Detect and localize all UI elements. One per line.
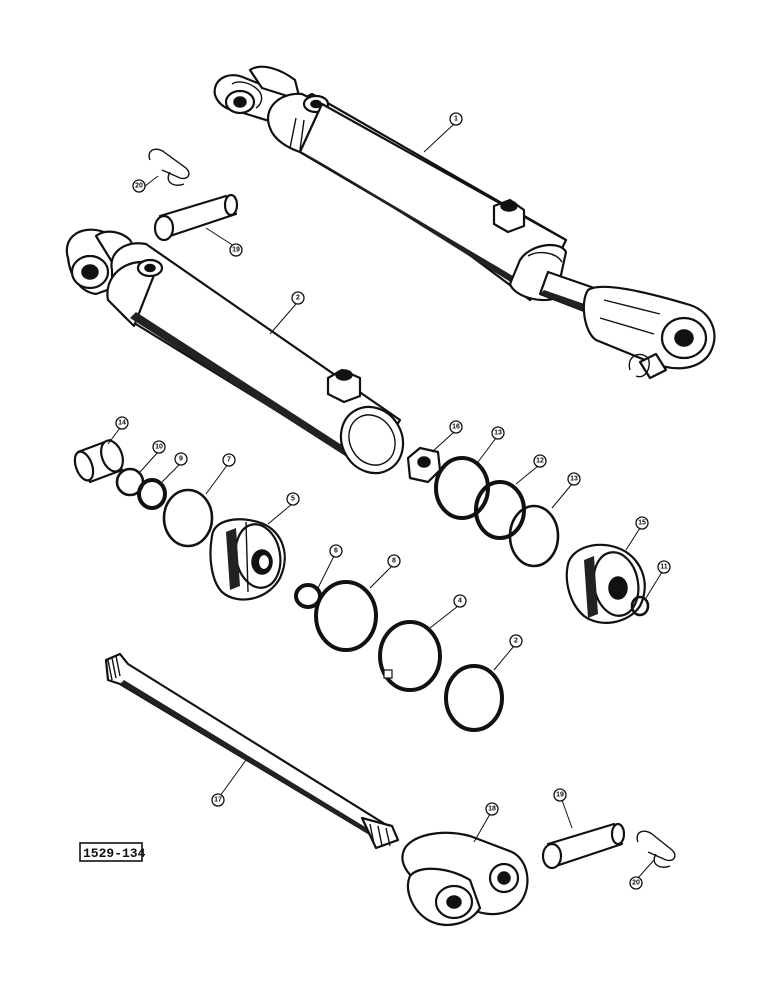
- callout-11: 11: [657, 560, 671, 574]
- figure-id-tag: 1529-134: [79, 842, 146, 862]
- svg-text:9: 9: [179, 456, 183, 463]
- piston-nut: [406, 446, 442, 484]
- callout-20: 20: [132, 179, 146, 193]
- callout-14: 14: [115, 416, 129, 430]
- cylinder-barrel: [65, 228, 405, 475]
- svg-text:20: 20: [632, 880, 640, 887]
- callout-15: 15: [635, 516, 649, 530]
- callout-19: 19: [229, 243, 243, 257]
- svg-text:17: 17: [214, 797, 222, 804]
- small-o-ring: [630, 595, 650, 617]
- o-ring-large: [162, 488, 214, 548]
- svg-text:13: 13: [570, 476, 578, 483]
- svg-text:4: 4: [458, 598, 462, 605]
- wear-ring: [444, 664, 504, 732]
- svg-text:20: 20: [135, 183, 143, 190]
- callout-12: 12: [533, 454, 547, 468]
- piston-o-ring: [474, 480, 526, 540]
- backup-ring-large: [314, 580, 378, 652]
- callout-1: 1: [449, 112, 463, 126]
- svg-text:13: 13: [494, 430, 502, 437]
- svg-text:5: 5: [291, 496, 295, 503]
- svg-text:18: 18: [488, 806, 496, 813]
- gland: [209, 518, 286, 601]
- svg-text:1: 1: [454, 116, 458, 123]
- callout-18: 18: [485, 802, 499, 816]
- svg-text:2: 2: [296, 295, 300, 302]
- leader-lines: [107, 123, 663, 879]
- svg-text:16: 16: [452, 424, 460, 431]
- callout-8: 8: [387, 554, 401, 568]
- callout-2: 2: [291, 291, 305, 305]
- callout-20-b: 20: [629, 876, 643, 890]
- clevis-pin-upper: [153, 193, 239, 242]
- callout-4: 4: [453, 594, 467, 608]
- cylinder-assembly: [213, 65, 716, 380]
- svg-text:12: 12: [536, 458, 544, 465]
- callout-19-b: 19: [553, 788, 567, 802]
- split-ring: [378, 620, 442, 692]
- piston-rod: [104, 652, 400, 850]
- svg-text:15: 15: [638, 520, 646, 527]
- rod-end-clevis: [401, 831, 529, 926]
- svg-text:14: 14: [118, 420, 126, 427]
- svg-text:19: 19: [556, 792, 564, 799]
- piston: [565, 543, 646, 624]
- callout-5: 5: [286, 492, 300, 506]
- callout-10: 10: [152, 440, 166, 454]
- backup-ring: [137, 478, 167, 510]
- callout-13: 13: [491, 426, 505, 440]
- svg-text:19: 19: [232, 247, 240, 254]
- svg-text:2: 2: [514, 638, 518, 645]
- callout-17: 17: [211, 793, 225, 807]
- piston-ring: [434, 456, 490, 520]
- callout-2-ring: 2: [509, 634, 523, 648]
- piston-ring-2: [508, 504, 560, 568]
- hair-pin-clip-upper: [148, 148, 190, 186]
- callout-6: 6: [329, 544, 343, 558]
- svg-text:10: 10: [155, 444, 163, 451]
- figure-id: 1529-134: [83, 846, 146, 861]
- bushing: [73, 438, 124, 484]
- hair-pin-clip-lower: [636, 830, 676, 868]
- svg-text:8: 8: [392, 558, 396, 565]
- callout-9: 9: [174, 452, 188, 466]
- svg-text:6: 6: [334, 548, 338, 555]
- callout-16: 16: [449, 420, 463, 434]
- clevis-pin-lower: [541, 822, 626, 870]
- svg-text:11: 11: [660, 564, 668, 571]
- svg-text:7: 7: [227, 457, 231, 464]
- callout-13-b: 13: [567, 472, 581, 486]
- callout-7: 7: [222, 453, 236, 467]
